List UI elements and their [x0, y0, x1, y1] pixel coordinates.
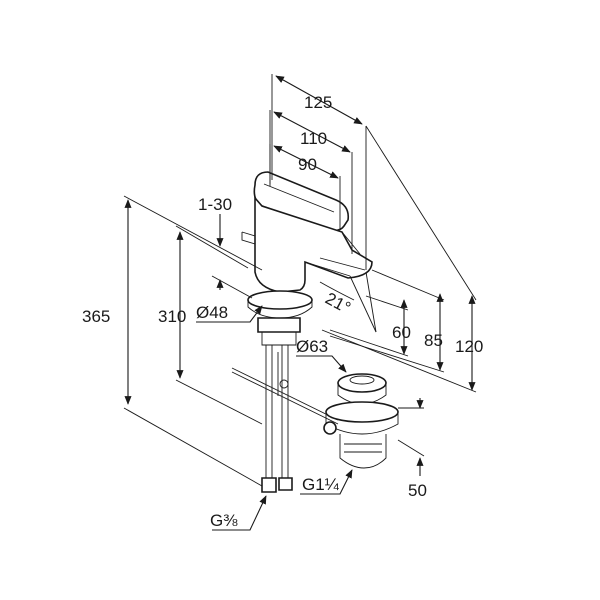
dim-365: 365	[82, 307, 110, 326]
dim-85: 85	[424, 331, 443, 350]
dim-thread-g1-1-4: G1¼	[302, 475, 340, 494]
dim-310: 310	[158, 307, 186, 326]
dim-thread-g3-8: G⅜	[210, 511, 238, 530]
dimension-lines	[123, 74, 477, 531]
waste-drain	[323, 373, 399, 469]
dim-125: 125	[304, 93, 332, 112]
faucet-body	[231, 171, 373, 493]
dim-angle-21: 21°	[322, 289, 354, 318]
dim-110: 110	[300, 129, 327, 148]
dim-90: 90	[298, 155, 317, 174]
dim-120: 120	[455, 337, 483, 356]
dim-50: 50	[408, 481, 427, 500]
dim-diameter-48: Ø48	[196, 303, 228, 322]
dim-60: 60	[392, 323, 411, 342]
dim-diameter-63: Ø63	[296, 337, 328, 356]
dim-1-30: 1-30	[198, 195, 232, 214]
